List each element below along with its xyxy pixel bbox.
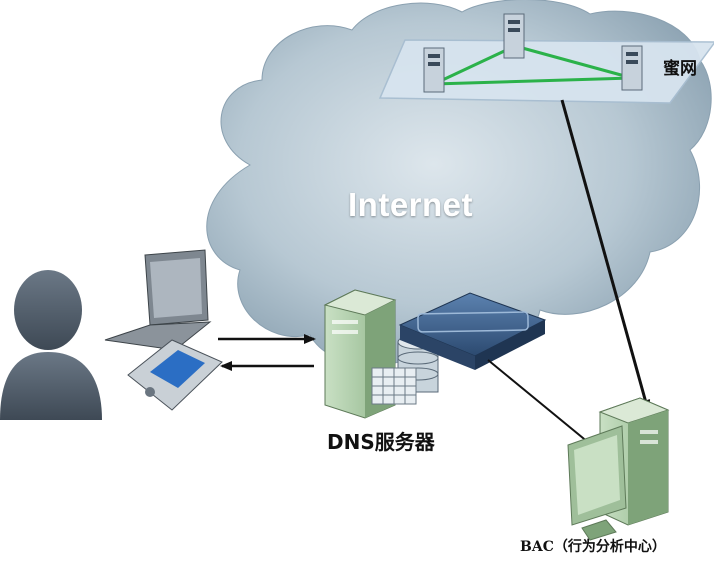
honeynet-label: 蜜网 [663,59,697,79]
honeynet-platform [378,13,714,104]
workstation-icon [567,397,670,541]
honeynet-links [433,44,633,86]
honeynet-server-3 [621,45,643,91]
honeynet-server-1 [423,47,445,93]
router-bac-link [487,359,601,453]
honeynet-bac-arrow [560,99,651,412]
router-icon [398,292,547,370]
table-grid-icon [371,367,417,405]
person-silhouette-icon [0,270,102,420]
laptop-icon [104,249,212,351]
bac-label: BAC（行为分析中心） [520,539,666,555]
internet-label: Internet [348,186,474,223]
honeynet-server-2 [503,13,525,59]
pda-icon [127,339,223,411]
dns-server-label: DNS服务器 [327,430,435,454]
